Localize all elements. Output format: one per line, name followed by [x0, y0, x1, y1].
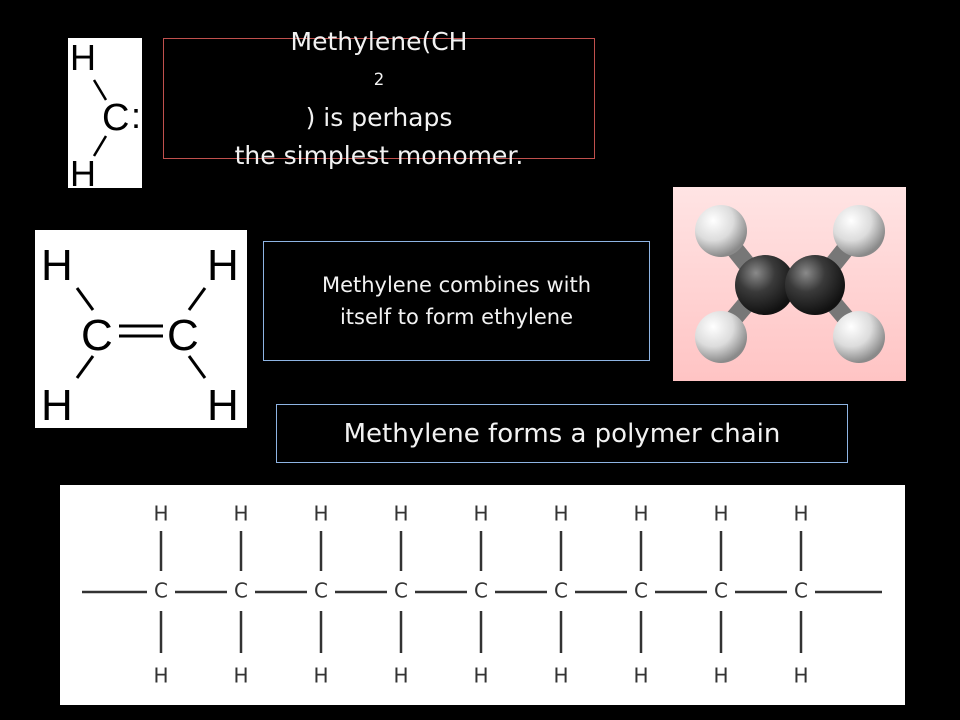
chain-h-top: H — [393, 502, 408, 526]
ethylene-caption-line1: Methylene combines with — [321, 273, 592, 297]
ethylene-h-top-left: H — [41, 241, 73, 290]
model-carbon-left — [735, 255, 795, 315]
model-carbon-right — [785, 255, 845, 315]
ethylene-c-left: C — [81, 311, 113, 360]
chain-h-bottom: H — [553, 664, 568, 688]
methylene-h-top: H — [70, 38, 96, 78]
chain-h-top: H — [793, 502, 808, 526]
chain-c: C — [794, 579, 808, 603]
model-hydrogen-bottom-right — [833, 311, 885, 363]
chain-h-top: H — [713, 502, 728, 526]
chain-h-top: H — [553, 502, 568, 526]
ethylene-caption-line2: itself to form ethylene — [339, 305, 574, 329]
ethylene-bond-bl — [75, 355, 95, 379]
chain-h-top: H — [153, 502, 168, 526]
chain-c: C — [634, 579, 648, 603]
methylene-bond-top — [92, 79, 108, 101]
methylene-bond-bottom — [92, 135, 108, 157]
ethylene-h-top-right: H — [207, 241, 239, 290]
ethylene-bond-tr — [187, 287, 207, 311]
ethylene-c-right: C — [167, 311, 199, 360]
chain-h-bottom: H — [633, 664, 648, 688]
chain-c: C — [154, 579, 168, 603]
ethylene-structure: H H C C H H — [35, 230, 247, 428]
ethylene-ball-stick-model — [673, 187, 906, 381]
chain-c: C — [554, 579, 568, 603]
chain-h-bottom: H — [713, 664, 728, 688]
ethylene-h-bottom-left: H — [41, 381, 73, 428]
methylene-caption-line2: the simplest monomer. — [234, 140, 524, 170]
chain-h-top: H — [473, 502, 488, 526]
chain-c: C — [474, 579, 488, 603]
chain-c: C — [314, 579, 328, 603]
methylene-structure: H C : H — [68, 38, 142, 188]
polymer-chain: H C H H C H H C H H C H H C H H C H H C H H C H H C H — [60, 485, 905, 705]
methylene-lone-pair: : — [131, 95, 141, 136]
chain-h-top: H — [313, 502, 328, 526]
ethylene-bond-br — [187, 355, 207, 379]
chain-h-top: H — [633, 502, 648, 526]
chain-h-bottom: H — [153, 664, 168, 688]
ethylene-caption: Methylene combines with itself to form e… — [263, 241, 650, 361]
methylene-h-bottom: H — [70, 153, 96, 188]
ethylene-bond-tl — [75, 287, 95, 311]
chain-c: C — [714, 579, 728, 603]
chain-h-bottom: H — [793, 664, 808, 688]
chain-h-bottom: H — [313, 664, 328, 688]
chain-h-bottom: H — [393, 664, 408, 688]
ethylene-h-bottom-right: H — [207, 381, 239, 428]
chain-c: C — [394, 579, 408, 603]
model-hydrogen-top-left — [695, 205, 747, 257]
chain-h-top: H — [233, 502, 248, 526]
model-hydrogen-top-right — [833, 205, 885, 257]
methylene-c: C — [102, 97, 129, 139]
chain-h-bottom: H — [233, 664, 248, 688]
chain-h-bottom: H — [473, 664, 488, 688]
polymer-caption-text: Methylene forms a polymer chain — [343, 418, 781, 449]
model-hydrogen-bottom-left — [695, 311, 747, 363]
chain-c: C — [234, 579, 248, 603]
polymer-caption: Methylene forms a polymer chain — [276, 404, 848, 463]
